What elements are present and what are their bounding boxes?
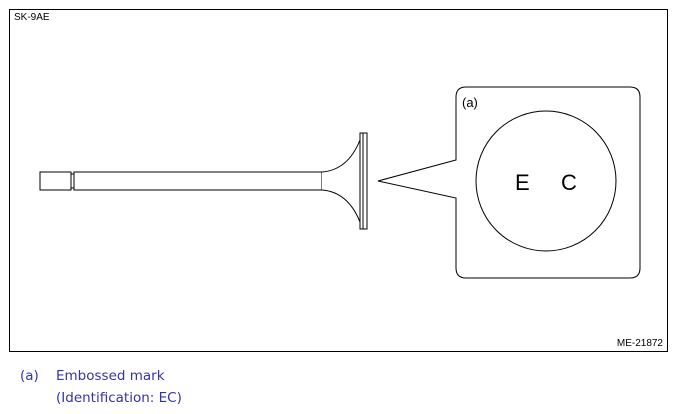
valve-stem (73, 171, 323, 191)
valve-diagram: (a) E C (39, 86, 641, 279)
legend: (a) Embossed mark (Identification: EC) (20, 365, 182, 409)
mark-letter-e: E (515, 170, 530, 195)
legend-key: (a) (20, 368, 39, 384)
valve-stem-tip (39, 171, 72, 191)
embossed-mark-circle (475, 110, 617, 252)
mark-letter-c: C (561, 170, 577, 195)
callout-box (377, 86, 641, 279)
figure-code-bottom: ME-21872 (616, 338, 663, 349)
legend-text-line-1: Embossed mark (56, 368, 165, 384)
legend-row: (a) Embossed mark (20, 365, 182, 387)
valve-neck (321, 139, 361, 223)
figure-code-top: SK-9AE (14, 12, 50, 23)
legend-row: (Identification: EC) (20, 387, 182, 409)
figure-frame: SK-9AE (a) E C ME-21872 (9, 9, 668, 352)
legend-text-line-2: (Identification: EC) (56, 390, 182, 406)
callout-label: (a) (462, 95, 478, 110)
